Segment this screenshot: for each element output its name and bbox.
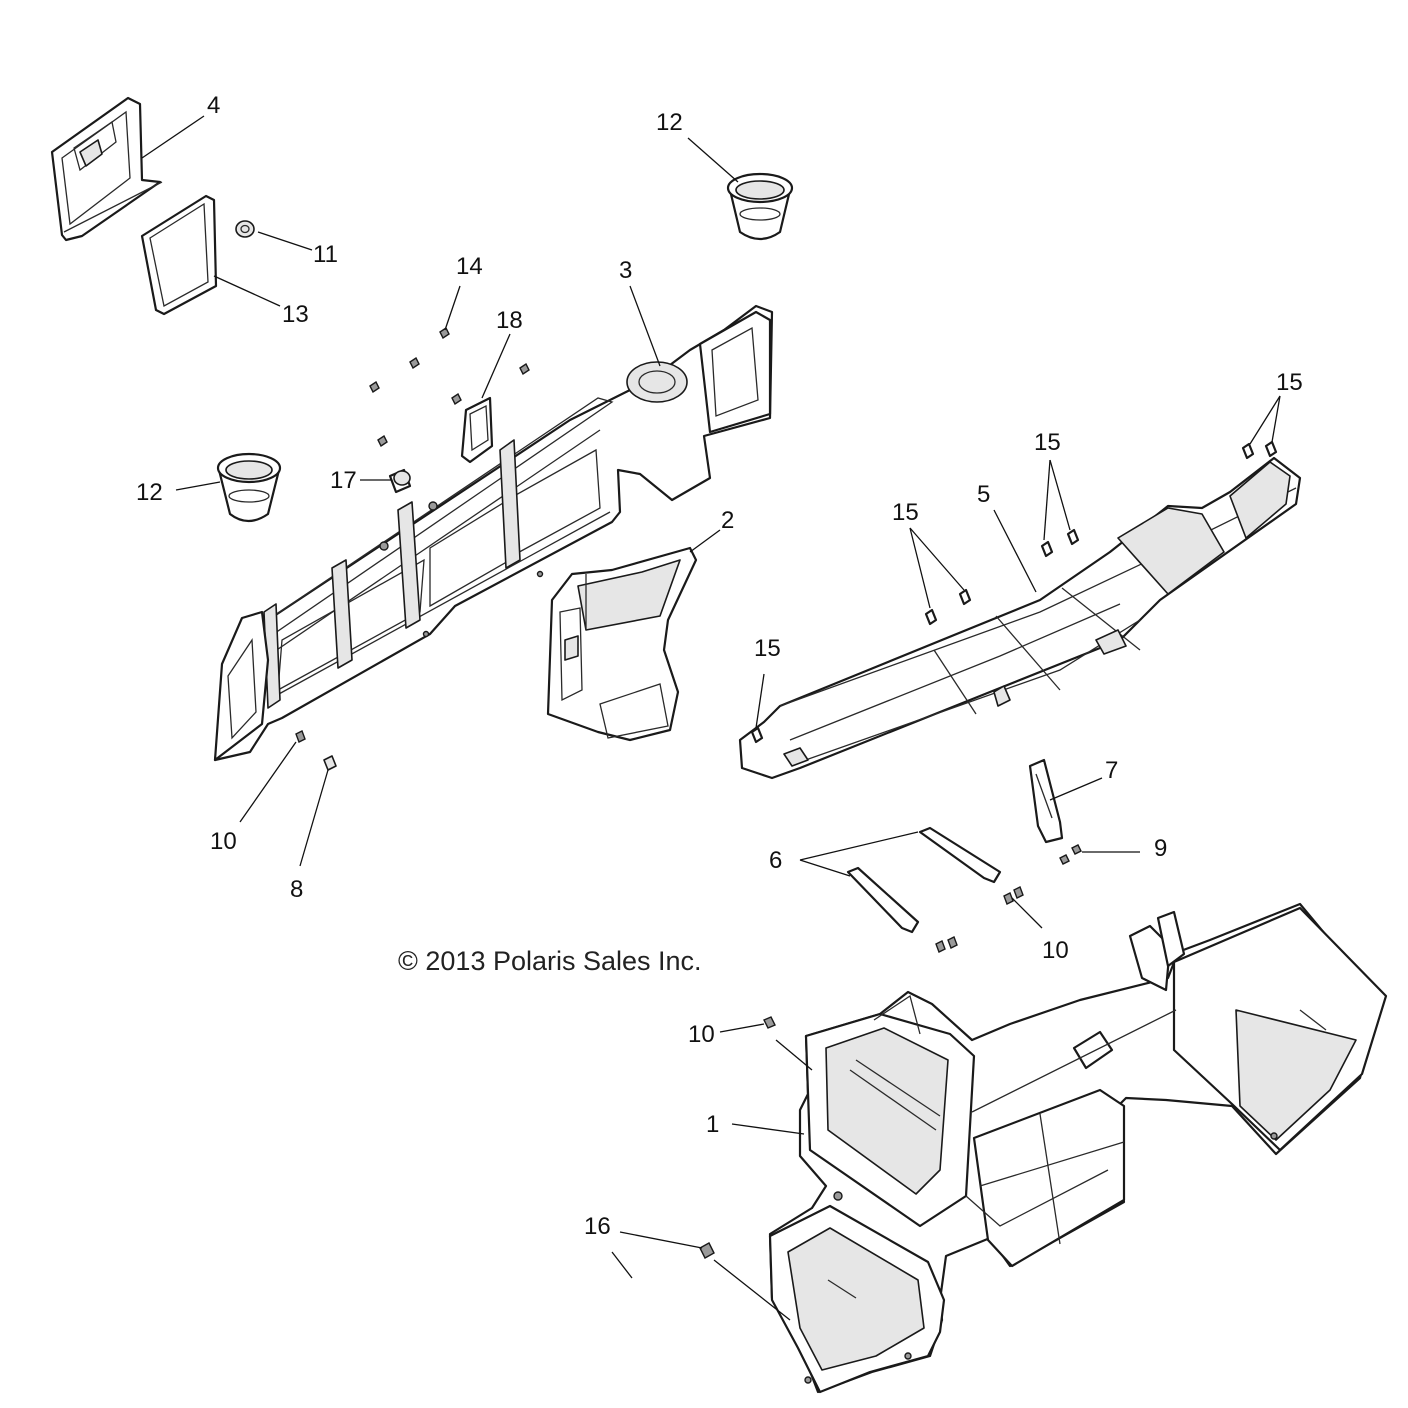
callout-12-right: 12 [656,109,683,136]
part-10-screws [295,730,1024,1029]
part-15-clips [750,440,1278,744]
part-8-clip [323,755,337,771]
part-17-knob [388,468,412,494]
callout-10-mid: 10 [1042,937,1069,964]
part-1-dash-support [768,902,1388,1394]
part-11-nut [235,220,255,238]
part-5-trim [738,456,1302,780]
callout-4: 4 [207,92,220,119]
callout-15-middle: 15 [892,499,919,526]
part-6-supports [846,826,1002,934]
callout-16: 16 [584,1213,611,1240]
callout-15-left: 15 [754,635,781,662]
callout-18: 18 [496,307,523,334]
callout-8: 8 [290,876,303,903]
part-16-screw [699,1242,715,1259]
callout-7: 7 [1105,757,1118,784]
callout-17: 17 [330,467,357,494]
callout-15-topright: 15 [1276,369,1303,396]
callout-10-left: 10 [210,828,237,855]
callout-6: 6 [769,847,782,874]
part-7-bracket [1028,758,1064,844]
callout-2: 2 [721,507,734,534]
part-12-cupholder-right [726,172,794,241]
callout-13: 13 [282,301,309,328]
callout-12-left: 12 [136,479,163,506]
leader-lines [141,115,1281,1321]
callout-1: 1 [706,1111,719,1138]
part-18-bezel [460,396,494,464]
callout-11: 11 [313,241,338,268]
part-4-door [50,96,163,242]
part-14-screws [369,326,530,448]
part-12-cupholder-left [216,452,282,523]
part-2-console-bezel [546,546,698,742]
callout-3: 3 [619,257,632,284]
callout-10-bottom: 10 [688,1021,715,1048]
part-13-seal [140,194,218,316]
callout-labels: 1 2 3 4 5 6 7 8 9 10 10 10 11 12 12 13 1… [136,92,1303,1240]
callout-15-upper: 15 [1034,429,1061,456]
part-3-dash-panel [213,304,774,762]
callout-14: 14 [456,253,483,280]
copyright-notice: © 2013 Polaris Sales Inc. [398,946,702,976]
callout-9: 9 [1154,835,1167,862]
part-9-screws [1059,844,1082,865]
callout-5: 5 [977,481,990,508]
